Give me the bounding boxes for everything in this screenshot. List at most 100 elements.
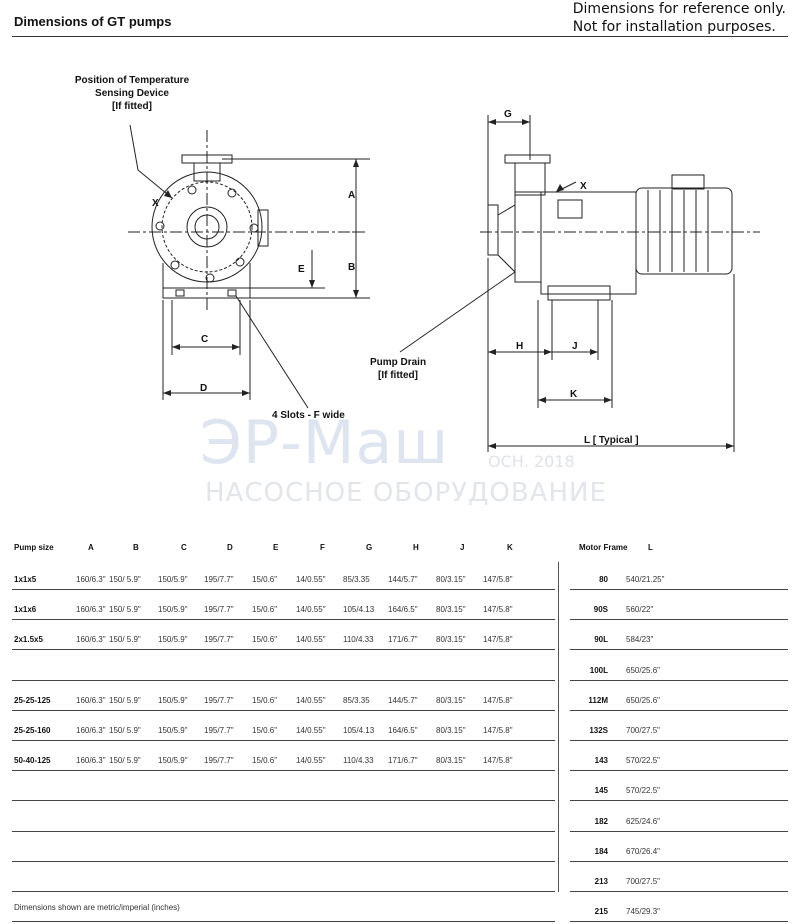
slots-label: 4 Slots - F wide <box>272 410 345 421</box>
motor-frame-cell: 182 <box>594 816 608 826</box>
length-cell: 745/29.3" <box>626 907 660 917</box>
dimension-cell: 195/7.7" <box>204 575 234 584</box>
row-divider <box>570 891 788 892</box>
dimension-cell: 171/6.7" <box>388 756 418 766</box>
row-divider <box>12 589 555 590</box>
length-cell: 570/22.5" <box>626 756 660 766</box>
dimension-cell: 147/5.8" <box>483 756 513 766</box>
side-discharge-neck <box>514 163 546 196</box>
watermark-subtitle: НАСОСНОЕ ОБОРУДОВАНИЕ <box>205 478 607 508</box>
dimension-cell: 14/0.55" <box>296 756 326 766</box>
row-divider <box>570 800 788 802</box>
arrow <box>522 119 530 125</box>
dim-l-label: L [ Typical ] <box>584 435 639 446</box>
motor-frame-cell: 90L <box>594 635 608 645</box>
front-bolt <box>249 223 259 233</box>
dimension-cell: 164/6.5" <box>388 726 418 735</box>
row-divider <box>570 830 788 832</box>
pump-size-cell: 2x1.5x5 <box>14 635 43 645</box>
dim-k-label: K <box>570 389 578 400</box>
footnote: Dimensions shown are metric/imperial (in… <box>14 903 180 912</box>
side-motor <box>635 187 733 275</box>
motor-frame-cell: 215 <box>594 907 608 917</box>
column-header: B <box>133 543 139 552</box>
motor-frame-cell: 80 <box>599 575 608 584</box>
row-divider <box>570 589 788 590</box>
front-slot <box>227 289 237 297</box>
arrow <box>232 344 240 350</box>
dimension-cell: 85/3.35 <box>343 575 370 584</box>
dimension-cell: 80/3.15" <box>436 575 466 584</box>
arrow <box>163 390 171 396</box>
dimension-cell: 160/6.3" <box>76 635 106 645</box>
length-cell: 570/22.5" <box>626 786 660 796</box>
dimension-cell: 110/4.33 <box>343 756 374 766</box>
dimension-cell: 150/5.9" <box>158 575 188 584</box>
dimension-cell: 144/5.7" <box>388 575 418 584</box>
pump-size-cell: 1x1x5 <box>14 575 37 584</box>
dimension-cell: 195/7.7" <box>204 756 234 766</box>
dimension-cell: 164/6.5" <box>388 605 418 615</box>
side-suction-nozzle <box>497 204 516 274</box>
arrow <box>590 349 598 355</box>
motor-frame-cell: 145 <box>594 786 608 796</box>
dimension-cell: 15/0.6" <box>252 635 278 645</box>
dimension-drawing: Position of Temperature Sensing Device [… <box>75 75 760 452</box>
side-discharge-flange <box>504 154 551 164</box>
temp-sensor-leader <box>129 124 173 199</box>
dimension-cell: 147/5.8" <box>483 575 513 584</box>
row-divider <box>570 619 788 621</box>
motor-frame-cell: 132S <box>589 726 608 735</box>
slot-leader <box>235 295 309 409</box>
column-header: K <box>507 543 513 552</box>
row-divider <box>12 649 555 651</box>
row-divider <box>12 800 555 802</box>
row-divider <box>12 770 555 772</box>
motor-frame-cell: 143 <box>594 756 608 766</box>
column-header: Pump size <box>14 543 54 552</box>
page-title: Dimensions of GT pumps <box>14 14 172 29</box>
dimension-cell: 80/3.15" <box>436 695 466 705</box>
dimension-cell: 150/5.9" <box>158 605 188 615</box>
row-divider <box>12 709 555 711</box>
arrow <box>488 349 496 355</box>
dimension-cell: 15/0.6" <box>252 695 278 705</box>
dimension-cell: 110/4.33 <box>343 635 374 645</box>
arrow <box>488 119 496 125</box>
dimension-cell: 147/5.8" <box>483 726 513 735</box>
temp-label-3: [If fitted] <box>112 101 152 112</box>
dimension-cell: 150/ 5.9" <box>109 605 141 615</box>
row-divider <box>12 679 555 681</box>
dimension-cell: 14/0.55" <box>296 605 326 615</box>
motor-column-header: L <box>648 543 653 552</box>
front-bolt <box>187 185 197 195</box>
length-cell: 560/22" <box>626 605 654 615</box>
dim-a-label: A <box>348 190 355 201</box>
row-divider <box>12 830 555 832</box>
side-terminal-box <box>671 174 705 190</box>
row-divider <box>570 709 788 711</box>
row-divider <box>570 679 788 681</box>
row-divider <box>12 860 555 862</box>
dimension-cell: 160/6.3" <box>76 575 106 584</box>
row-divider <box>12 740 555 741</box>
motor-frame-cell: 90S <box>593 605 608 615</box>
side-base <box>547 285 611 301</box>
dimension-cell: 85/3.35 <box>343 695 370 705</box>
motor-column-header: Motor Frame <box>579 543 628 552</box>
dimension-cell: 15/0.6" <box>252 726 278 735</box>
dim-h-label: H <box>516 341 523 352</box>
front-bolt <box>205 273 215 283</box>
dimension-cell: 15/0.6" <box>252 756 278 766</box>
length-cell: 700/27.5" <box>626 877 660 886</box>
length-cell: 540/21.25" <box>626 575 665 584</box>
front-x-label: X <box>152 198 159 209</box>
dimension-cell: 147/5.8" <box>483 635 513 645</box>
dimension-cell: 80/3.15" <box>436 635 466 645</box>
dimension-cell: 147/5.8" <box>483 695 513 705</box>
